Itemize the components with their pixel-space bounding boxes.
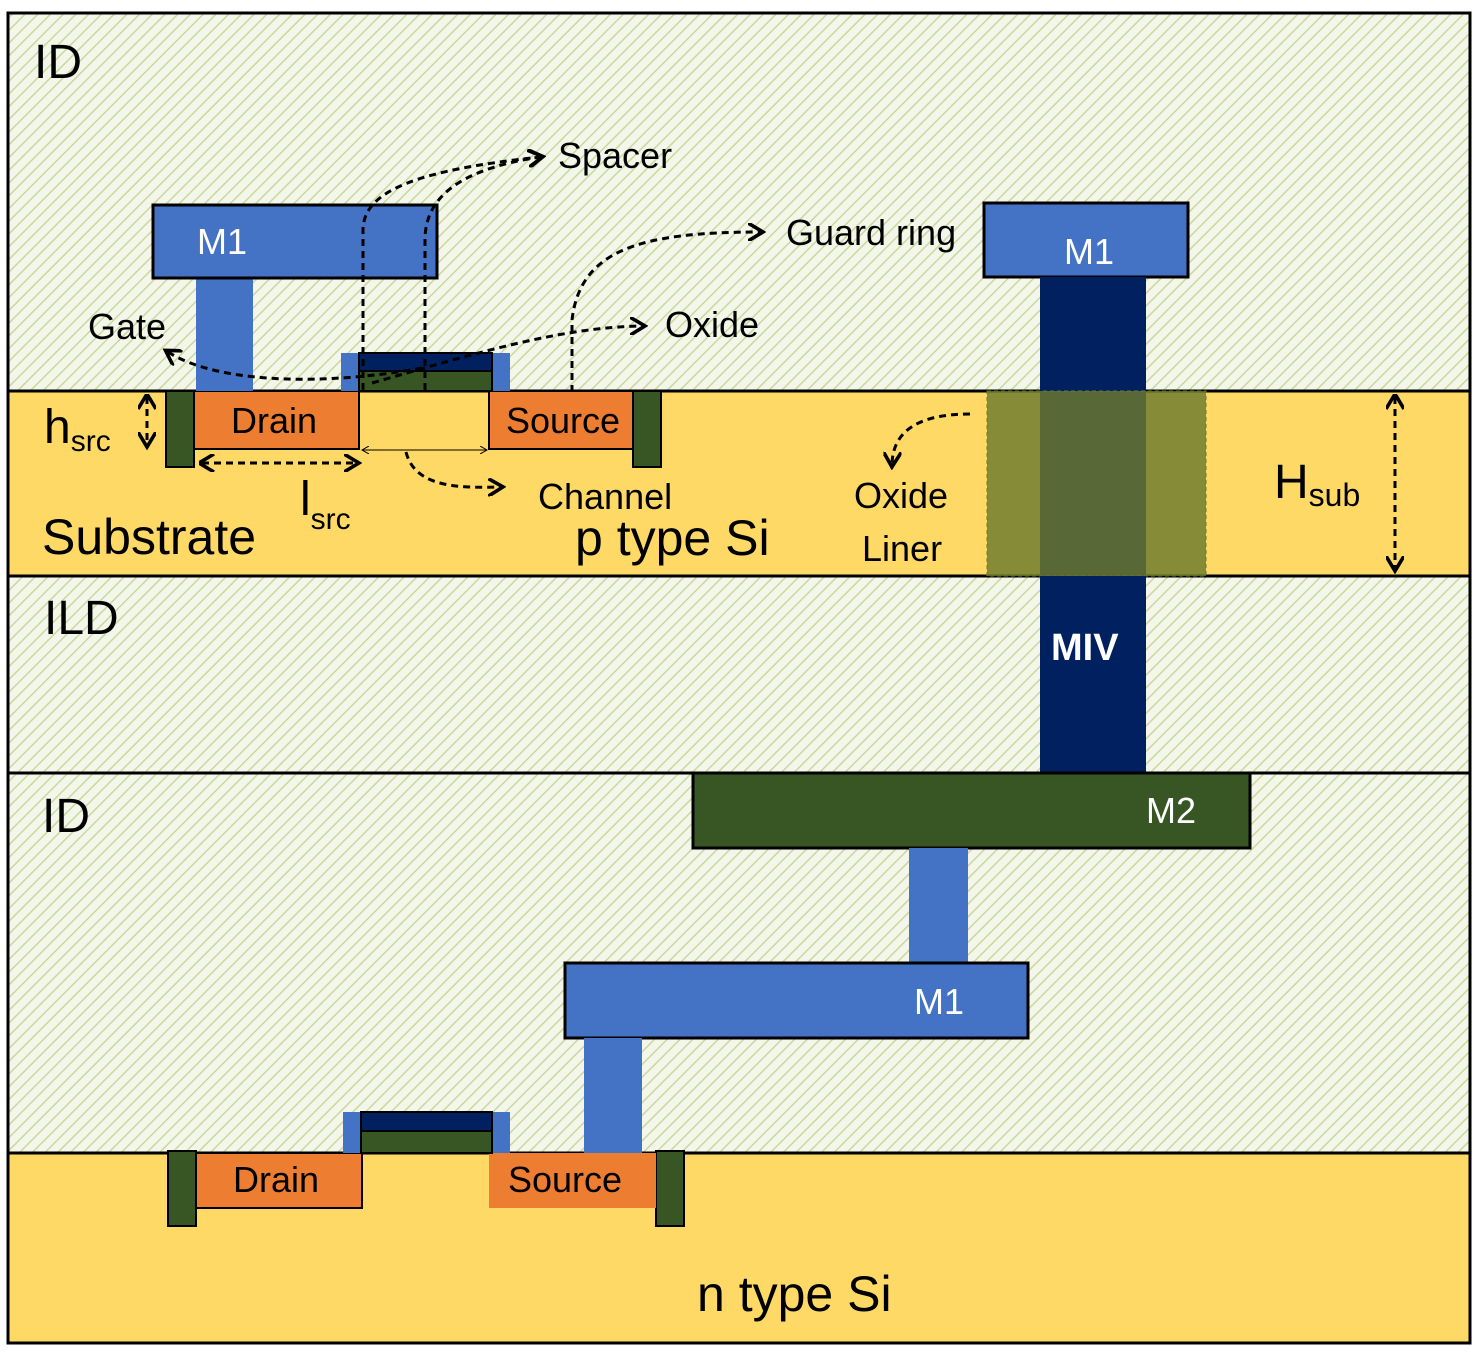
top-source	[488, 390, 634, 450]
oxide-liner-label-line2: Liner	[862, 528, 942, 569]
h-src-main: h	[44, 401, 71, 454]
oxide-liner-label-line1: Oxide	[854, 475, 948, 516]
H-sub-main: H	[1274, 456, 1309, 509]
via-m2-m1	[909, 848, 968, 963]
bottom-m1-label: M1	[914, 981, 964, 1022]
top-guard-ring-left	[165, 390, 195, 468]
ild-label: ILD	[44, 592, 119, 645]
channel-arrow	[404, 451, 500, 487]
channel-label: Channel	[538, 476, 672, 517]
m2-label: M2	[1146, 790, 1196, 831]
l-src-main: l	[300, 473, 311, 526]
bottom-source	[489, 1153, 656, 1208]
oxide-arrow	[371, 326, 642, 385]
h-src-sub: src	[71, 425, 111, 458]
H-sub-label: Hsub	[1274, 456, 1360, 513]
miv-label: MIV	[1051, 627, 1119, 669]
oxide-liner	[986, 390, 1207, 577]
top-m1-label: M1	[197, 221, 247, 262]
guard-ring-label: Guard ring	[786, 212, 956, 253]
l-src-label: lsrc	[300, 473, 351, 536]
top-m1	[151, 203, 439, 280]
spacer-arrow-left	[361, 157, 540, 390]
bottom-id-label: ID	[42, 790, 90, 843]
top-guard-ring-right	[632, 390, 662, 468]
bottom-m1	[563, 961, 1030, 1040]
ild-layer	[6, 574, 1472, 775]
gate-label: Gate	[88, 306, 166, 347]
gate-arrow	[168, 352, 423, 381]
bottom-m1-via	[584, 1038, 642, 1153]
n-type-si-label: n type Si	[697, 1266, 892, 1322]
top-m1-via	[196, 278, 253, 391]
via-m1-label: M1	[1064, 231, 1114, 272]
H-sub-sub: sub	[1309, 477, 1361, 513]
l-src-sub: src	[311, 503, 351, 536]
via-m1	[982, 201, 1190, 279]
top-drain	[193, 390, 360, 450]
miv	[1040, 576, 1146, 773]
top-source-label: Source	[506, 400, 620, 441]
guard-ring-arrow	[570, 232, 760, 392]
bottom-gate	[360, 1111, 493, 1132]
bottom-gate-oxide	[360, 1129, 493, 1154]
bottom-guard-ring-left	[167, 1150, 197, 1227]
p-type-si-label: p type Si	[575, 510, 770, 566]
miv-upper	[1040, 277, 1146, 391]
oxide-liner-arrow	[892, 412, 971, 464]
bottom-guard-ring-right	[655, 1150, 685, 1227]
spacer-arrow-right	[423, 157, 540, 390]
spacer-label: Spacer	[558, 135, 672, 176]
h-src-label: hsrc	[44, 401, 111, 458]
top-id-label: ID	[34, 36, 82, 89]
oxide-label: Oxide	[665, 304, 759, 345]
substrate-label: Substrate	[42, 509, 256, 565]
top-drain-label: Drain	[231, 400, 317, 441]
bottom-drain	[195, 1152, 363, 1209]
bottom-source-label: Source	[508, 1159, 622, 1200]
m2	[691, 771, 1252, 850]
bottom-drain-label: Drain	[233, 1159, 319, 1200]
